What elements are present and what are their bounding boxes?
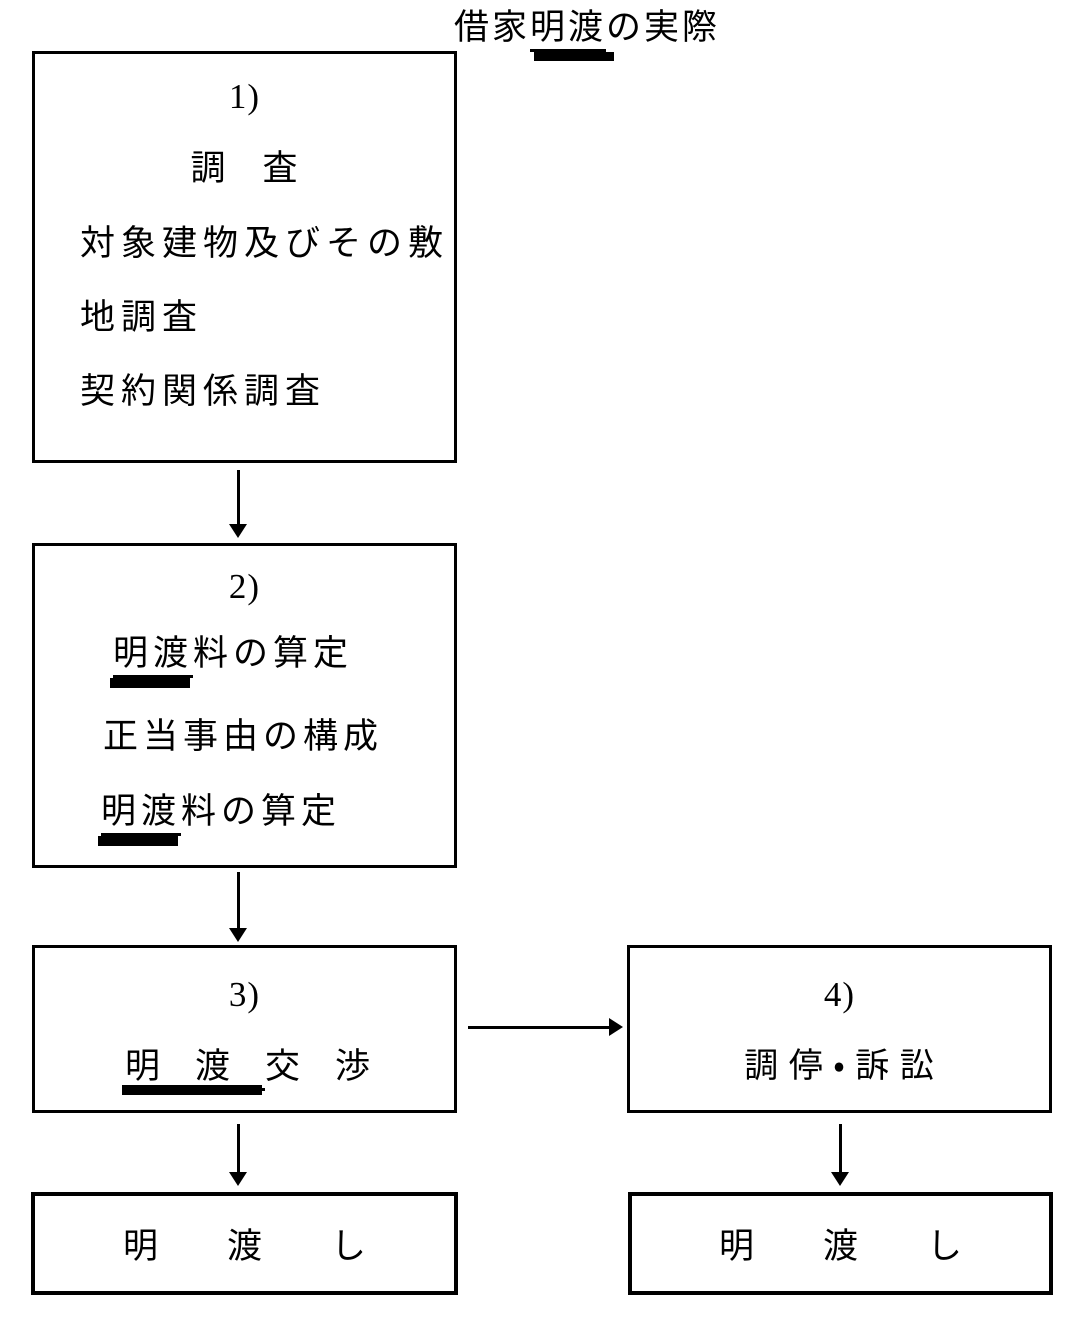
step2-box: 2) 明渡料の算定 正当事由の構成 明渡料の算定 <box>32 543 457 868</box>
arrow-head-icon <box>229 928 247 942</box>
step2-line2: 正当事由の構成 <box>103 717 384 756</box>
title-suffix: の実際 <box>606 8 721 47</box>
step1-heading: 調 査 <box>190 149 299 188</box>
right-arrow-step3-step4 <box>468 1018 623 1036</box>
step3-box: 3) 明 渡 交 渉 <box>32 945 457 1113</box>
step1-box: 1) 調 査 対象建物及びその敷 地調査 契約関係調査 <box>32 51 457 463</box>
title-prefix: 借家 <box>454 8 531 47</box>
arrow-head-icon <box>831 1172 849 1186</box>
down-arrow-step4-result <box>831 1124 849 1186</box>
step2-label: 2) <box>228 567 261 606</box>
arrow-stem <box>468 1025 610 1029</box>
step1-body-line1: 対象建物及びその敷 <box>80 224 450 263</box>
step2-line3-rest: 料の算定 <box>181 792 342 831</box>
down-arrow-step3-result <box>229 1124 247 1186</box>
down-arrow-step2-step3 <box>229 872 247 942</box>
step3-label: 3) <box>228 975 261 1014</box>
step2-line3: 明渡料の算定 <box>35 791 454 836</box>
step2-line1-marked: 明渡 <box>113 634 194 678</box>
step4-box: 4) 調 停 ・ 訴 訟 <box>627 945 1052 1113</box>
step3-line1: 明 渡 交 渉 <box>35 1046 454 1091</box>
step1-body-line2: 地調査 <box>80 298 204 337</box>
step3-line1-marked: 明 渡 <box>125 1047 266 1091</box>
result-box-right: 明 渡 し <box>628 1192 1053 1295</box>
page-title: 借家明渡の実際 <box>454 6 721 52</box>
down-arrow-step1-step2 <box>229 470 247 538</box>
title-marked-text: 明渡 <box>530 8 607 52</box>
step2-line1: 明渡料の算定 <box>35 633 454 678</box>
arrow-head-icon <box>229 524 247 538</box>
arrow-stem <box>236 470 240 525</box>
arrow-stem <box>838 1124 842 1173</box>
arrow-head-icon <box>609 1018 623 1036</box>
step4-label: 4) <box>823 975 856 1014</box>
arrow-head-icon <box>229 1172 247 1186</box>
step2-line3-marked: 明渡 <box>101 792 182 836</box>
step4-line1: 調 停 ・ 訴 訟 <box>744 1048 935 1085</box>
step1-label: 1) <box>228 77 261 116</box>
arrow-stem <box>236 1124 240 1173</box>
result-right-text: 明 渡 し <box>718 1227 979 1266</box>
step1-body-line3: 契約関係調査 <box>80 372 327 411</box>
step2-line1-rest: 料の算定 <box>193 634 354 673</box>
step3-line1-rest: 交 渉 <box>265 1047 371 1086</box>
result-box-left: 明 渡 し <box>31 1192 458 1295</box>
arrow-stem <box>236 872 240 929</box>
result-left-text: 明 渡 し <box>122 1227 383 1266</box>
